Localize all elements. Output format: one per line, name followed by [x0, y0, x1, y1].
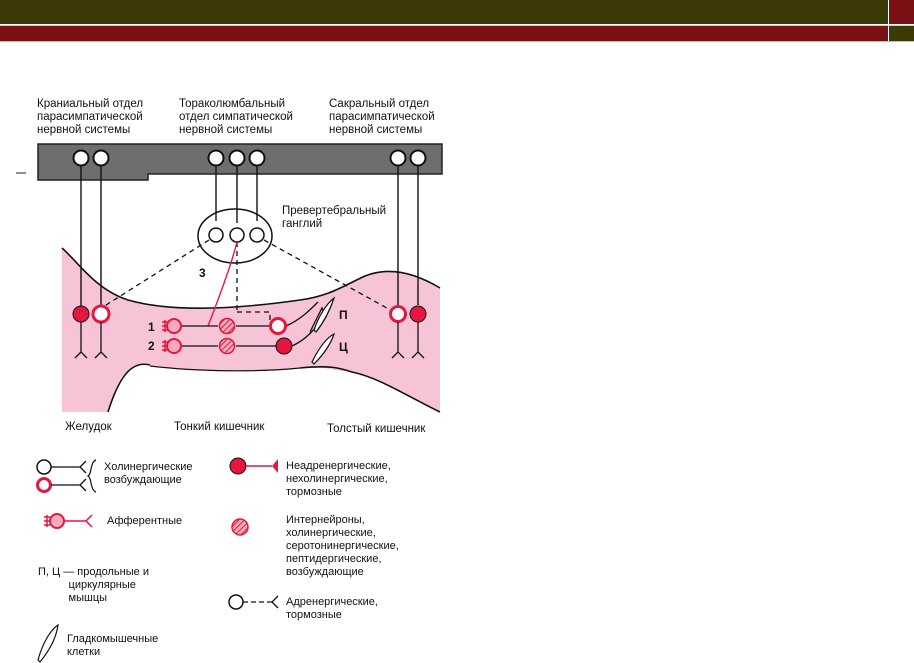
gut-lower-edge [299, 365, 441, 413]
afferent-neurons [162, 318, 182, 354]
fiber-number-3: 3 [199, 266, 206, 280]
header-top-corner [889, 0, 914, 24]
header-bottom-corner [889, 25, 914, 41]
interneuron-1 [218, 317, 236, 335]
enteric-circuit [181, 301, 327, 347]
stomach-label: Желудок [65, 421, 112, 433]
circular-label: Ц [339, 340, 348, 354]
intestine-cholinergic-neuron [269, 317, 287, 335]
legend-smooth-muscle-text: Гладкомышечные клетки [67, 633, 159, 658]
small-intestine-label: Тонкий кишечник [174, 421, 265, 433]
gut-stomach-edge [107, 363, 151, 413]
longitudinal-label: П [339, 308, 348, 322]
legend-smooth-muscle-symbol [37, 623, 59, 663]
ganglion-label: Превертебральный ганглий [282, 205, 387, 230]
fiber-number-2: 2 [148, 339, 155, 353]
legend-adrenergic-text: Адренергические, тормозные [286, 596, 378, 621]
legend-afferent-text: Афферентные [107, 515, 183, 527]
colon-efferents [391, 322, 425, 359]
ganglion-neurons [208, 227, 265, 243]
smooth-muscle-cell-c [311, 332, 336, 365]
header-divider [0, 41, 914, 42]
stomach-efferents [74, 322, 108, 359]
legend-nonadrenergic-symbol [229, 457, 278, 475]
colon-inhibitory-neuron [409, 305, 427, 323]
smooth-muscle-cell-p [313, 296, 336, 333]
fiber-number-1: 1 [148, 320, 155, 334]
thoracolumbar-label: Тораколюмбальный отдел симпатической нер… [179, 98, 293, 136]
legend-interneuron-symbol [231, 518, 249, 536]
preganglionic-axons [80, 166, 419, 306]
interneuron-2 [218, 337, 236, 355]
header-top-bar [0, 0, 888, 24]
header-bottom-bar [0, 25, 888, 41]
cranial-label: Краниальный отдел парасимпатической нерв… [37, 98, 144, 136]
legend-adrenergic-symbol [228, 594, 279, 610]
gut-mid-edge [149, 365, 301, 372]
afferent-fiber [207, 241, 238, 327]
sacral-label: Сакральный отдел парасимпатической нервн… [329, 98, 435, 136]
legend-muscles-text: П, Ц — продольные и циркулярные мышцы [38, 566, 149, 604]
gut-upper-edge [61, 247, 441, 310]
colon-cholinergic-neuron [389, 305, 407, 323]
intestine-inhibitory-neuron [275, 337, 293, 355]
legend-interneurons-text: Интернейроны, холинергические, серотонин… [286, 514, 399, 578]
stomach-inhibitory-neuron [72, 305, 90, 323]
legend-nonadrenergic-text: Неадренергические, нехолинергические, то… [286, 460, 391, 498]
large-intestine-label: Толстый кишечник [327, 423, 426, 435]
cord-neurons [72, 149, 427, 167]
legend-cholinergic-symbols [36, 459, 97, 493]
legend-cholinergic-text: Холинергические возбуждающие [104, 461, 193, 486]
gut-tissue [62, 248, 440, 412]
legend-afferent-symbol [44, 513, 93, 529]
stomach-cholinergic-neuron [91, 304, 111, 324]
